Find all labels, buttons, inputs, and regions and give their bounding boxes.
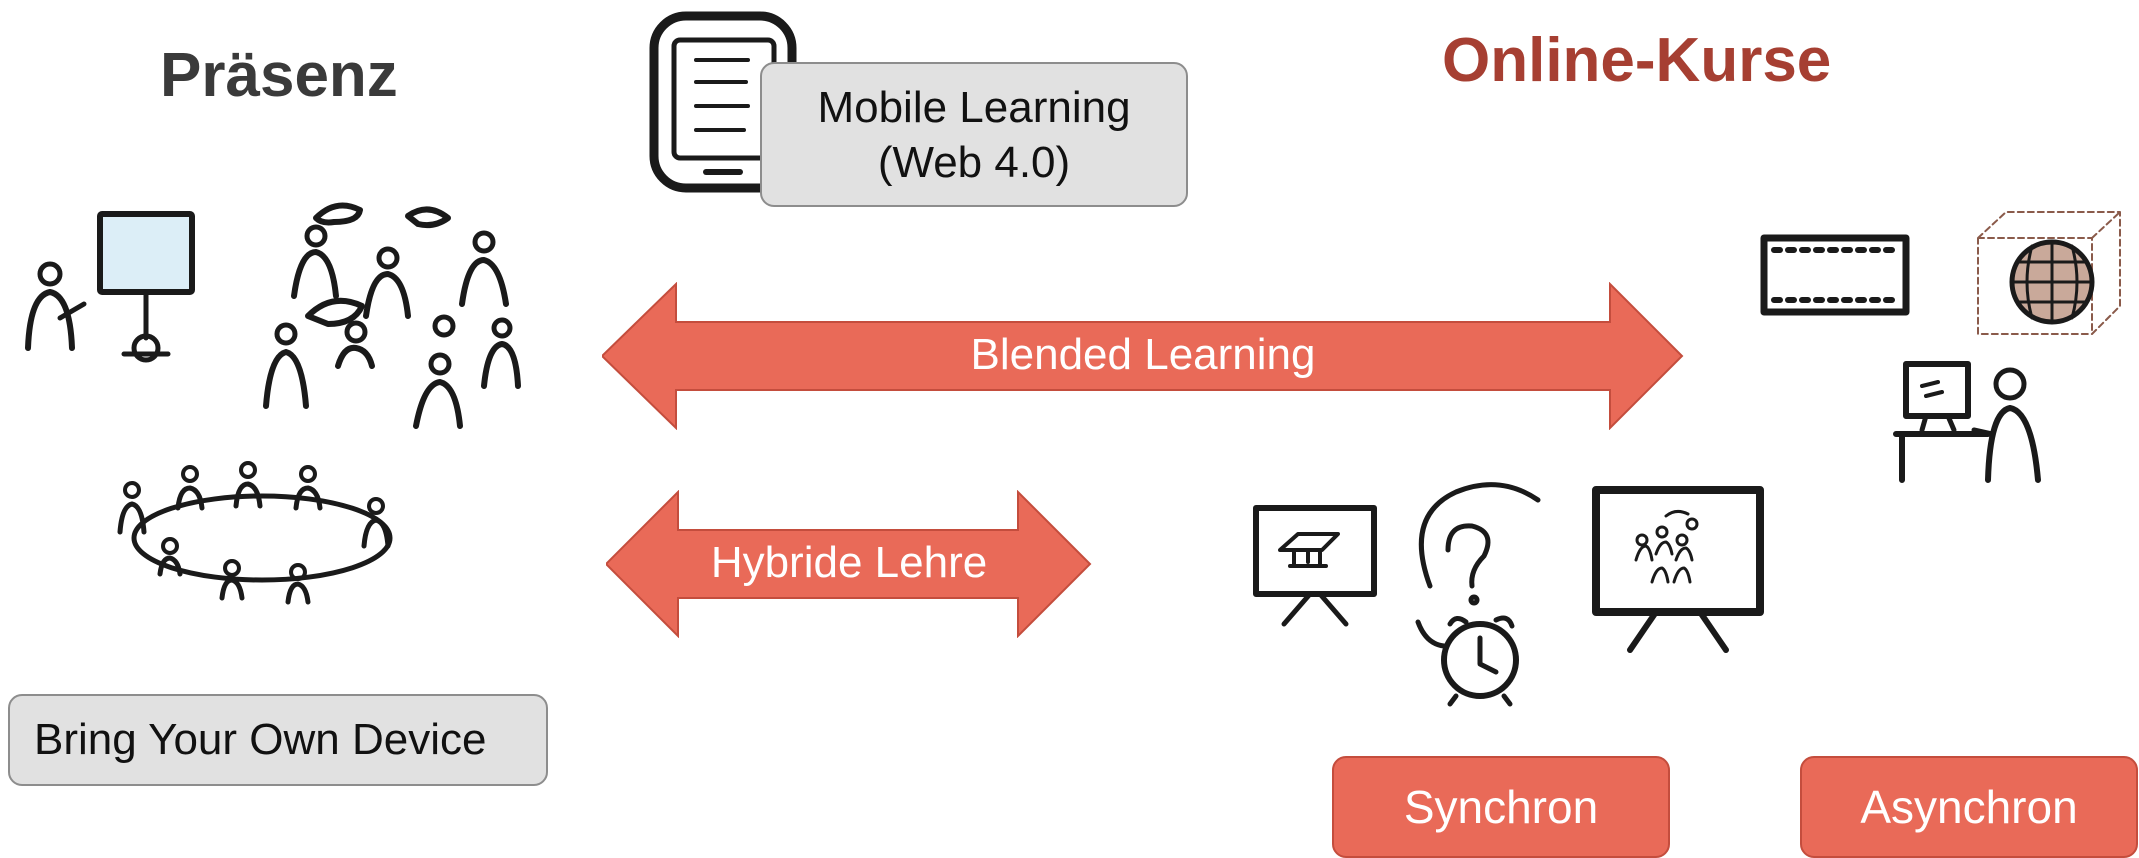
group-discussion-icon <box>263 202 521 429</box>
mobile-learning-label: Mobile Learning <box>817 82 1131 132</box>
globe-cube-icon <box>1977 211 2121 335</box>
question-clock-icon <box>1415 482 1541 707</box>
presenter-flipchart-icon <box>25 211 195 363</box>
synchron-box: Synchron <box>1332 756 1670 858</box>
blended-learning-label: Blended Learning <box>970 330 1316 379</box>
synchron-label: Synchron <box>1403 781 1599 833</box>
mobile-learning-sublabel: (Web 4.0) <box>877 137 1071 187</box>
mobile-learning-box: Mobile Learning (Web 4.0) <box>760 62 1188 207</box>
asynchron-label: Asynchron <box>1860 781 2078 833</box>
film-strip-icon <box>1760 234 1910 316</box>
byod-box: Bring Your Own Device <box>8 694 548 786</box>
hybride-lehre-arrow <box>606 490 1092 638</box>
presentation-board-icon <box>1253 505 1377 627</box>
round-table-icon <box>117 461 393 605</box>
heading-online-kurse: Online-Kurse <box>1442 26 1832 95</box>
computer-user-icon <box>1893 361 2041 483</box>
screen-easel-icon <box>1592 486 1764 653</box>
heading-praesenz: Präsenz <box>160 41 398 110</box>
asynchron-box: Asynchron <box>1800 756 2138 858</box>
hybride-lehre-label: Hybride Lehre <box>710 538 988 587</box>
blended-learning-arrow <box>602 282 1684 430</box>
byod-label: Bring Your Own Device <box>34 715 487 764</box>
